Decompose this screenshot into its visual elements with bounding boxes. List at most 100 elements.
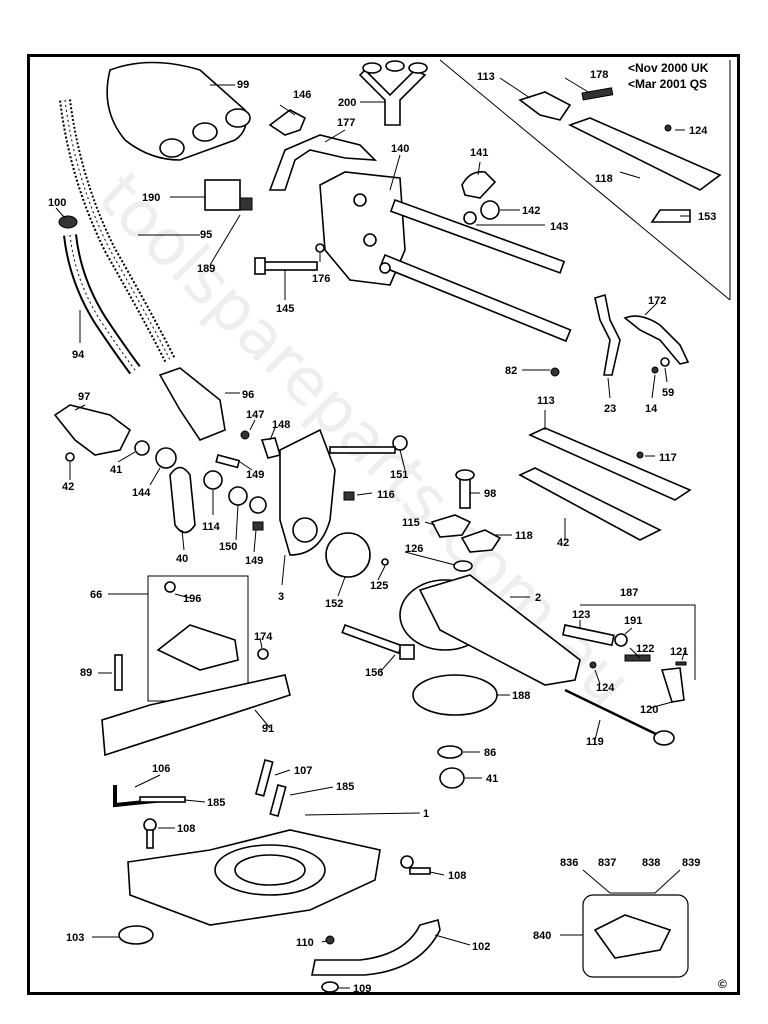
part-label-152: 152	[325, 598, 343, 610]
part-102-scale	[311, 918, 441, 976]
part-label-99: 99	[237, 79, 249, 91]
part-147	[240, 430, 250, 440]
part-label-118: 118	[595, 173, 613, 185]
part-label-837: 837	[598, 857, 616, 869]
part-109	[321, 981, 339, 993]
part-label-141: 141	[470, 147, 488, 159]
part-label-120: 120	[640, 704, 658, 716]
part-label-113: 113	[477, 71, 495, 83]
part-89	[114, 654, 123, 691]
part-label-116: 116	[377, 489, 395, 501]
part-label-185: 185	[207, 797, 225, 809]
part-label-117: 117	[659, 452, 677, 464]
part-label-125: 125	[370, 580, 388, 592]
part-label-177: 177	[337, 117, 355, 129]
part-label-196: 196	[183, 593, 201, 605]
part-150	[228, 486, 248, 506]
part-label-150: 150	[219, 541, 237, 553]
part-108-right	[400, 855, 431, 875]
part-174	[257, 648, 269, 660]
part-151	[215, 454, 241, 469]
part-3-trunnion	[279, 428, 336, 556]
part-142	[480, 200, 500, 220]
part-label-178: 178	[590, 69, 608, 81]
part-97	[53, 404, 132, 456]
part-190-switch	[204, 179, 253, 211]
part-1-base	[127, 829, 381, 926]
part-125	[381, 558, 389, 566]
part-label-106: 106	[152, 763, 170, 775]
part-label-40: 40	[176, 553, 188, 565]
part-177	[268, 134, 378, 191]
part-label-121: 121	[670, 646, 688, 658]
part-label-153: 153	[698, 211, 716, 223]
part-123	[561, 624, 615, 647]
part-110	[325, 935, 335, 945]
part-label-126: 126	[405, 543, 423, 555]
part-178	[581, 87, 614, 101]
part-label-185: 185	[336, 781, 354, 793]
part-label-839: 839	[682, 857, 700, 869]
part-59	[660, 357, 670, 367]
part-188	[412, 674, 498, 716]
part-label-96: 96	[242, 389, 254, 401]
part-label-107: 107	[294, 765, 312, 777]
part-label-836: 836	[560, 857, 578, 869]
part-label-14: 14	[645, 403, 658, 415]
part-label-3: 3	[278, 591, 284, 603]
part-label-190: 190	[142, 192, 160, 204]
part-140-arm-assembly	[319, 171, 572, 343]
part-label-102: 102	[472, 941, 490, 953]
part-label-114: 114	[202, 521, 221, 533]
revision-note-qs: <Mar 2001 QS	[628, 77, 707, 91]
part-200-y-adapter	[358, 60, 428, 126]
part-14	[651, 366, 659, 374]
part-126	[453, 560, 473, 572]
part-86	[437, 745, 463, 759]
part-label-145: 145	[276, 303, 294, 315]
part-146	[268, 109, 307, 136]
part-label-98: 98	[484, 488, 496, 500]
part-124-lower	[589, 661, 597, 669]
part-label-59: 59	[662, 387, 674, 399]
part-141	[461, 170, 497, 199]
part-label-151: 151	[390, 469, 408, 481]
part-label-123: 123	[572, 609, 590, 621]
part-149-left	[252, 521, 264, 531]
part-label-146: 146	[293, 89, 311, 101]
part-label-94: 94	[72, 349, 85, 361]
part-label-176: 176	[312, 273, 330, 285]
part-label-109: 109	[353, 983, 371, 995]
leader-lines	[55, 77, 696, 989]
part-113-lower	[528, 427, 692, 501]
part-label-187: 187	[620, 587, 638, 599]
part-185-left	[139, 796, 186, 803]
part-100	[58, 215, 78, 229]
part-91-fence	[101, 674, 291, 757]
part-196-bracket	[156, 624, 239, 671]
part-41-left	[134, 440, 150, 456]
copyright-mark: ©	[718, 977, 727, 991]
part-label-172: 172	[648, 295, 666, 307]
part-label-147: 147	[246, 409, 264, 421]
part-121	[675, 661, 687, 666]
part-label-188: 188	[512, 690, 530, 702]
part-label-144: 144	[132, 487, 151, 499]
part-148	[260, 437, 282, 459]
part-label-41: 41	[486, 773, 498, 785]
part-label-118: 118	[515, 530, 533, 542]
part-label-86: 86	[484, 747, 496, 759]
part-23	[594, 293, 621, 376]
upgrade-divider	[439, 59, 731, 301]
part-label-23: 23	[604, 403, 616, 415]
part-150b	[249, 496, 267, 514]
part-108-left	[143, 818, 157, 849]
part-40-band	[169, 466, 196, 534]
part-label-97: 97	[78, 391, 90, 403]
part-label-124: 124	[596, 682, 615, 694]
part-label-82: 82	[505, 365, 517, 377]
part-143	[463, 211, 477, 225]
kit-836-839-bracket	[582, 869, 681, 894]
part-117	[636, 451, 644, 459]
